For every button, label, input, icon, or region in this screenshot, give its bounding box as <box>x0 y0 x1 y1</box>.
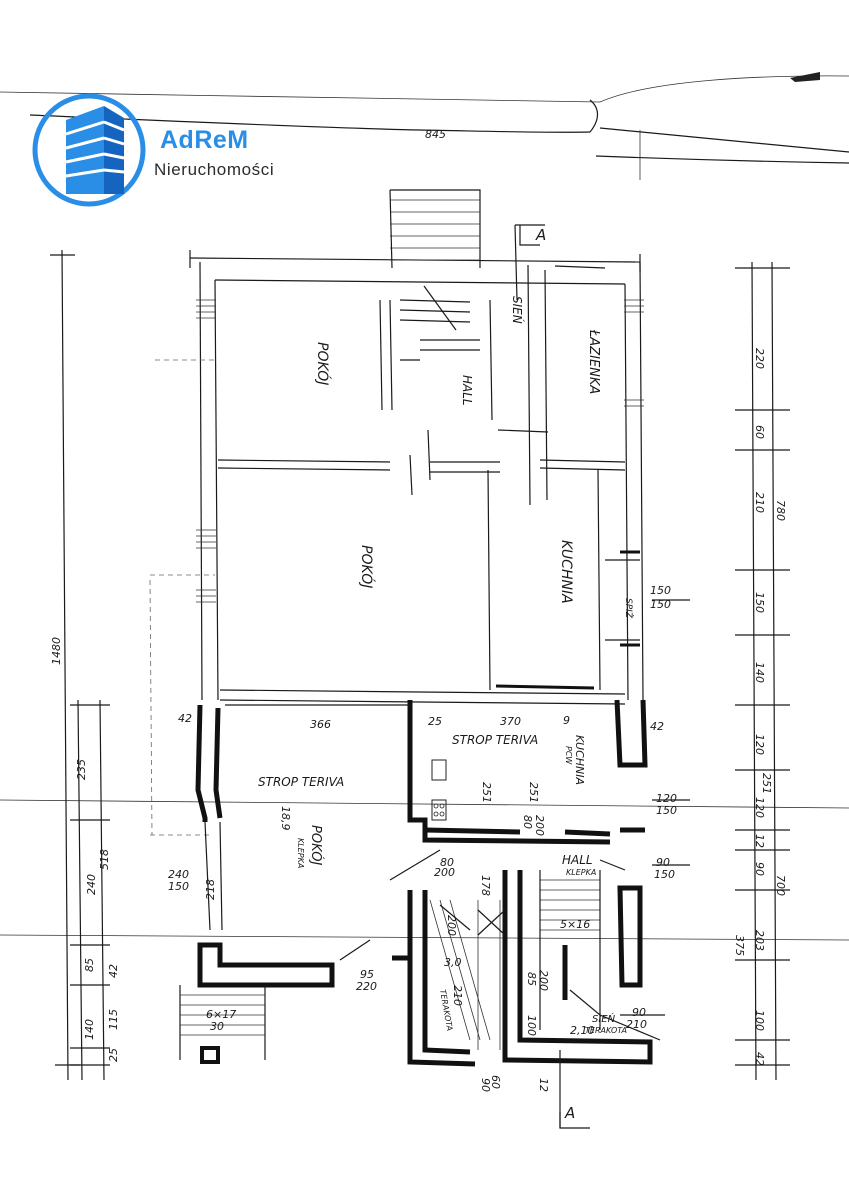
left-dimension-lines <box>50 249 110 1081</box>
label-hall-low: HALL <box>562 853 593 867</box>
dim-wall-25: 25 <box>428 715 442 728</box>
dim-right-375: 375 <box>733 935 746 956</box>
dim-95: 95 <box>360 968 374 981</box>
dim-left-85: 85 <box>83 958 96 972</box>
label-sien-low: SIEŃ <box>592 1012 616 1025</box>
dim-window-150: 150 <box>168 880 189 893</box>
upper-floor-outline <box>149 189 644 836</box>
dim-door-150: 150 <box>654 868 675 881</box>
label-kuchnia-low: KUCHNIA <box>573 735 586 785</box>
dim-hall-150: 150 <box>656 804 677 817</box>
dim-hall-120: 120 <box>656 792 677 805</box>
dim-left-235: 235 <box>75 759 88 780</box>
dim-wall-366: 366 <box>310 718 331 731</box>
label-klepka-hall: KLEPKA <box>566 868 596 877</box>
corner-mark <box>790 72 820 82</box>
dim-height-189: 18,9 <box>279 806 292 831</box>
dim-left-140: 140 <box>83 1019 96 1040</box>
dim-30b: 30 <box>210 1020 224 1033</box>
dim-90b: 90 <box>479 1078 492 1092</box>
lower-floor-walls <box>179 225 661 1129</box>
dim-right-140: 140 <box>753 662 766 683</box>
label-kuchnia: KUCHNIA <box>558 540 574 604</box>
dim-178: 178 <box>479 875 492 896</box>
dim-wall-370: 370 <box>500 715 521 728</box>
dim-wall-42-left: 42 <box>178 712 192 725</box>
label-pokoj-mid: POKÓJ <box>358 545 376 588</box>
dim-left-115: 115 <box>107 1009 120 1030</box>
dim-right-220: 220 <box>753 348 766 369</box>
label-strop-right: STROP TERIVA <box>452 733 538 747</box>
dim-100: 100 <box>525 1015 538 1036</box>
dim-door-200: 200 <box>434 866 455 879</box>
dim-12: 12 <box>537 1078 550 1092</box>
adrem-logo <box>32 92 302 208</box>
dim-right-203: 203 <box>753 930 766 951</box>
dim-left-total: 1480 <box>50 637 63 665</box>
label-lazienka: ŁAZIENKA <box>586 329 601 394</box>
dim-window-240: 240 <box>168 868 189 881</box>
dim-left-42: 42 <box>107 964 120 978</box>
dim-220: 220 <box>356 980 377 993</box>
dim-stairs-5x16: 5×16 <box>560 918 590 931</box>
dim-right-150: 150 <box>753 592 766 613</box>
logo-brand-name: AdReM <box>160 126 249 154</box>
dim-wall-9: 9 <box>563 714 570 727</box>
dim-30: 3,0 <box>444 956 462 969</box>
dim-200c: 200 <box>445 915 458 936</box>
dim-right-60: 60 <box>753 425 766 439</box>
dim-wall-42-right: 42 <box>650 720 664 733</box>
label-taras-right: TERAKOTA <box>585 1026 627 1035</box>
dim-85: 85 <box>525 972 538 986</box>
dim-spiz-150b: 150 <box>650 598 671 611</box>
dim-height-251a: 251 <box>480 782 493 803</box>
dim-steps-6x17: 6×17 <box>206 1008 236 1021</box>
dim-right-90: 90 <box>753 862 766 876</box>
label-pcw: PCW <box>564 746 573 765</box>
section-marker-a-bottom: A <box>564 1104 575 1122</box>
label-pokoj-top: POKÓJ <box>314 342 332 385</box>
label-strop-left: STROP TERIVA <box>258 775 344 789</box>
dim-200d: 200 <box>537 970 550 991</box>
dim-right-780: 780 <box>774 500 787 521</box>
dim-height-251b: 251 <box>527 782 540 803</box>
dim-60: 60 <box>489 1075 502 1089</box>
dim-right-251: 251 <box>760 773 773 794</box>
dim-90c: 90 <box>632 1006 646 1019</box>
building-logo-icon <box>32 93 146 207</box>
dim-left-518: 518 <box>98 849 111 870</box>
dim-door-80b: 80 <box>521 815 534 829</box>
label-klepka-left: KLEPKA <box>296 838 305 868</box>
dim-right-700: 700 <box>774 875 787 896</box>
dim-right-12: 12 <box>753 834 766 848</box>
dim-right-120b: 120 <box>753 797 766 818</box>
dim-210-c: 2,10 <box>570 1024 595 1037</box>
dim-right-42: 42 <box>753 1052 766 1066</box>
dim-210b: 210 <box>626 1018 647 1031</box>
dim-spiz-150a: 150 <box>650 584 671 597</box>
dim-left-25: 25 <box>107 1048 120 1062</box>
dim-right-100: 100 <box>753 1010 766 1031</box>
dim-210: 210 <box>451 985 464 1006</box>
dim-left-240: 240 <box>85 874 98 895</box>
logo-subtitle: Nieruchomości <box>154 160 275 179</box>
label-spiz: SPIŻ <box>623 598 634 619</box>
label-hall-top: HALL <box>460 375 474 406</box>
dim-door-80: 80 <box>440 856 454 869</box>
dim-door-90: 90 <box>656 856 670 869</box>
dim-top-width: 845 <box>425 128 446 141</box>
label-pokoj-low: POKÓJ <box>308 825 324 865</box>
dim-door-200b: 200 <box>533 815 546 836</box>
dim-right-210: 210 <box>753 492 766 513</box>
right-dimension-lines <box>620 261 790 1081</box>
section-marker-a-top: A <box>535 226 546 244</box>
label-sien-top: SIEŃ <box>510 296 525 324</box>
dim-right-120: 120 <box>753 734 766 755</box>
dim-218: 218 <box>204 879 217 900</box>
